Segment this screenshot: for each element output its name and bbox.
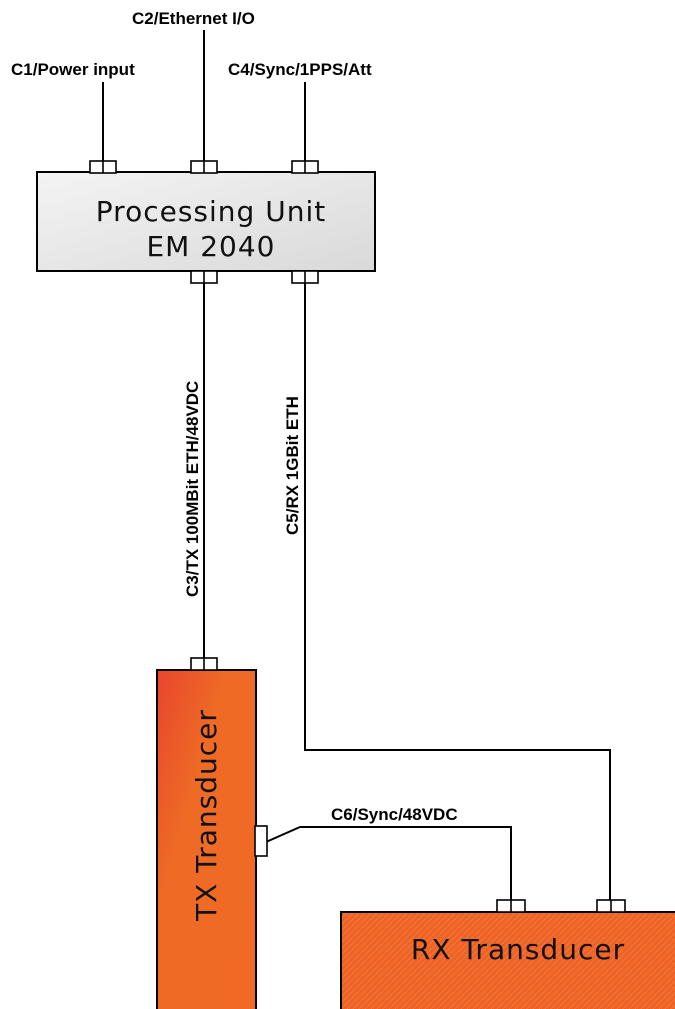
tx-transducer-box [156,669,257,1009]
c5-pu-connector [291,270,319,284]
c6-rx-connector [496,899,526,913]
c6-tx-connector [254,825,268,857]
c3-label: C3/TX 100MBit ETH/48VDC [183,381,202,597]
processing-unit-title: Processing Unit [96,195,326,228]
c5-wire [304,282,611,900]
processing-unit-box [36,171,376,272]
c2-label: C2/Ethernet I/O [132,9,255,28]
processing-unit-model: EM 2040 [146,230,275,263]
c3-pu-connector [190,270,218,284]
c4-label: C4/Sync/1PPS/Att [228,60,372,79]
tx-transducer-label: TX Transducer [190,709,223,922]
c4-connector [291,160,319,174]
c5-rx-connector [596,899,626,913]
c6-label: C6/Sync/48VDC [331,805,458,824]
c1-label: C1/Power input [11,60,135,79]
c5-label: C5/RX 1GBit ETH [283,396,302,535]
c3-tx-connector [190,657,218,671]
c2-connector [190,160,218,174]
c6-wire [265,826,512,900]
c1-connector [89,160,117,174]
rx-transducer-label: RX Transducer [411,933,625,966]
